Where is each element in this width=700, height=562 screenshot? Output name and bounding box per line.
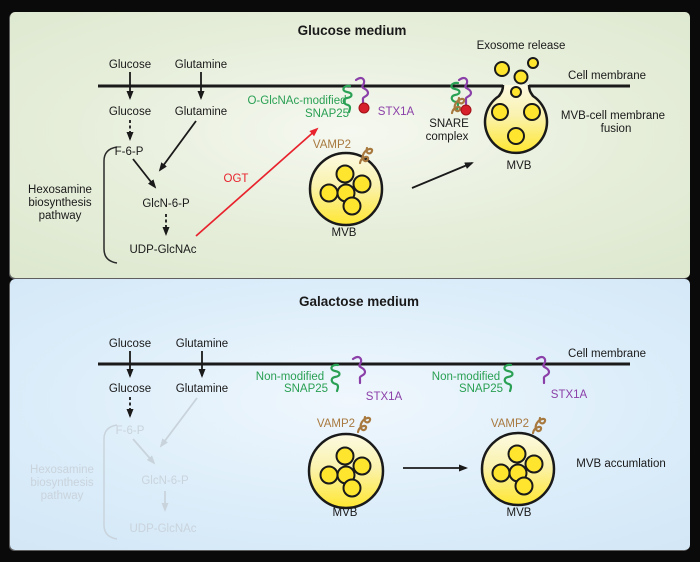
glucose-extracellular-label: Glucose [108, 338, 152, 350]
mvb-fused-circle [483, 84, 549, 155]
mvb-circle [480, 431, 556, 507]
glutamine-extracellular-label: Glutamine [174, 59, 228, 71]
vesicle [507, 127, 525, 145]
exosome [494, 61, 510, 77]
udp-glcnac-label-faded: UDP-GlcNAc [129, 523, 197, 535]
stx1a-icon [354, 76, 370, 106]
vamp2-left-label: VAMP2 [316, 418, 356, 430]
snare-complex-label-line2: complex [425, 131, 469, 143]
hbp-label-line2: biosynthesis [28, 197, 92, 209]
snare-complex-label-line1: SNARE [429, 118, 469, 130]
mvb-fused-label: MVB [506, 160, 532, 172]
glutamine-extracellular-label: Glutamine [175, 338, 229, 350]
vesicle [335, 446, 355, 466]
glucose-panel-title: Glucose medium [297, 23, 407, 38]
hbp-label-faded-line3: pathway [40, 490, 84, 502]
nonmodified-snap25-left-label-line2: SNAP25 [283, 383, 329, 395]
stx1a-icon [535, 355, 551, 385]
vesicle [524, 454, 544, 474]
mvb-accumulation-label: MVB accumlation [576, 458, 666, 470]
oglcnac-snap25-label-line2: SNAP25 [304, 108, 350, 120]
vesicle [523, 103, 541, 121]
f6p-label-faded: F-6-P [115, 425, 145, 437]
hbp-bracket-faded [103, 424, 118, 540]
glucose-medium-panel [10, 12, 690, 278]
ogt-arrow [195, 127, 319, 237]
exosome-release-label: Exosome release [476, 40, 566, 52]
exosome [513, 69, 529, 85]
mvb-fusion-label-line2: fusion [600, 123, 632, 135]
mvb-left-label: MVB [332, 507, 358, 519]
exosome-icons [494, 57, 539, 85]
stx1a-left-label: STX1A [365, 391, 403, 403]
hbp-bracket [103, 146, 118, 264]
glucose-extracellular-label: Glucose [108, 59, 152, 71]
glutamine-intracellular-label: Glutamine [175, 383, 229, 395]
galactose-panel-title: Galactose medium [298, 294, 420, 309]
oglcnac-dot-icon [358, 102, 370, 114]
f6p-label: F-6-P [114, 146, 144, 158]
nonmodified-snap25-right-label-line2: SNAP25 [458, 383, 504, 395]
mvb-circle [307, 432, 385, 510]
ogt-label: OGT [223, 173, 249, 185]
vesicle [510, 86, 522, 98]
vamp2-right-label: VAMP2 [490, 418, 530, 430]
hbp-label-line3: pathway [38, 210, 82, 222]
cell-membrane-label: Cell membrane [568, 70, 646, 82]
vesicle [319, 183, 339, 203]
nonmodified-snap25-right-label-line1: Non-modified [431, 371, 501, 383]
mvb-right-label: MVB [506, 507, 532, 519]
galactose-pathway-arrows-black [126, 351, 206, 418]
oglcnac-snap25-label-line1: O-GlcNAc-modified [247, 95, 347, 107]
vamp2-icon [531, 416, 547, 435]
udp-glcnac-label: UDP-GlcNAc [129, 244, 197, 256]
glucose-intracellular-label: Glucose [108, 106, 152, 118]
vamp2-label: VAMP2 [312, 139, 352, 151]
vesicle [514, 476, 534, 496]
glucose-pathway-arrows [126, 72, 474, 236]
glcn6p-label-faded: GlcN-6-P [141, 475, 189, 487]
stx1a-label: STX1A [377, 106, 415, 118]
hbp-label-line1: Hexosamine [28, 184, 92, 196]
exosome [527, 57, 539, 69]
vesicle [342, 196, 362, 216]
hbp-label-faded-line1: Hexosamine [30, 464, 94, 476]
hbp-label-faded-line2: biosynthesis [30, 477, 94, 489]
vesicle [491, 463, 511, 483]
snap25-icon [503, 363, 514, 393]
vesicle [352, 174, 372, 194]
vesicle [319, 465, 339, 485]
vesicle [491, 103, 509, 121]
glutamine-intracellular-label: Glutamine [174, 106, 228, 118]
oglcnac-dot-icon [460, 104, 472, 116]
vesicle [342, 478, 362, 498]
cell-membrane-label: Cell membrane [568, 348, 646, 360]
nonmodified-snap25-left-label-line1: Non-modified [255, 371, 325, 383]
galactose-pathway-arrows-faded [132, 397, 198, 512]
stx1a-icon [351, 355, 367, 385]
mvb-fusion-label-line1: MVB-cell membrane [560, 110, 666, 122]
mvb-circle [308, 151, 384, 227]
snare-complex-icon [450, 76, 473, 116]
vamp2-icon [356, 415, 372, 434]
mvb-label: MVB [331, 227, 357, 239]
glucose-intracellular-label: Glucose [108, 383, 152, 395]
vesicle [352, 456, 372, 476]
snap25-icon [330, 363, 341, 393]
glcn6p-label: GlcN-6-P [142, 198, 190, 210]
vesicle [335, 164, 355, 184]
stx1a-right-label: STX1A [550, 389, 588, 401]
vesicle [507, 444, 527, 464]
